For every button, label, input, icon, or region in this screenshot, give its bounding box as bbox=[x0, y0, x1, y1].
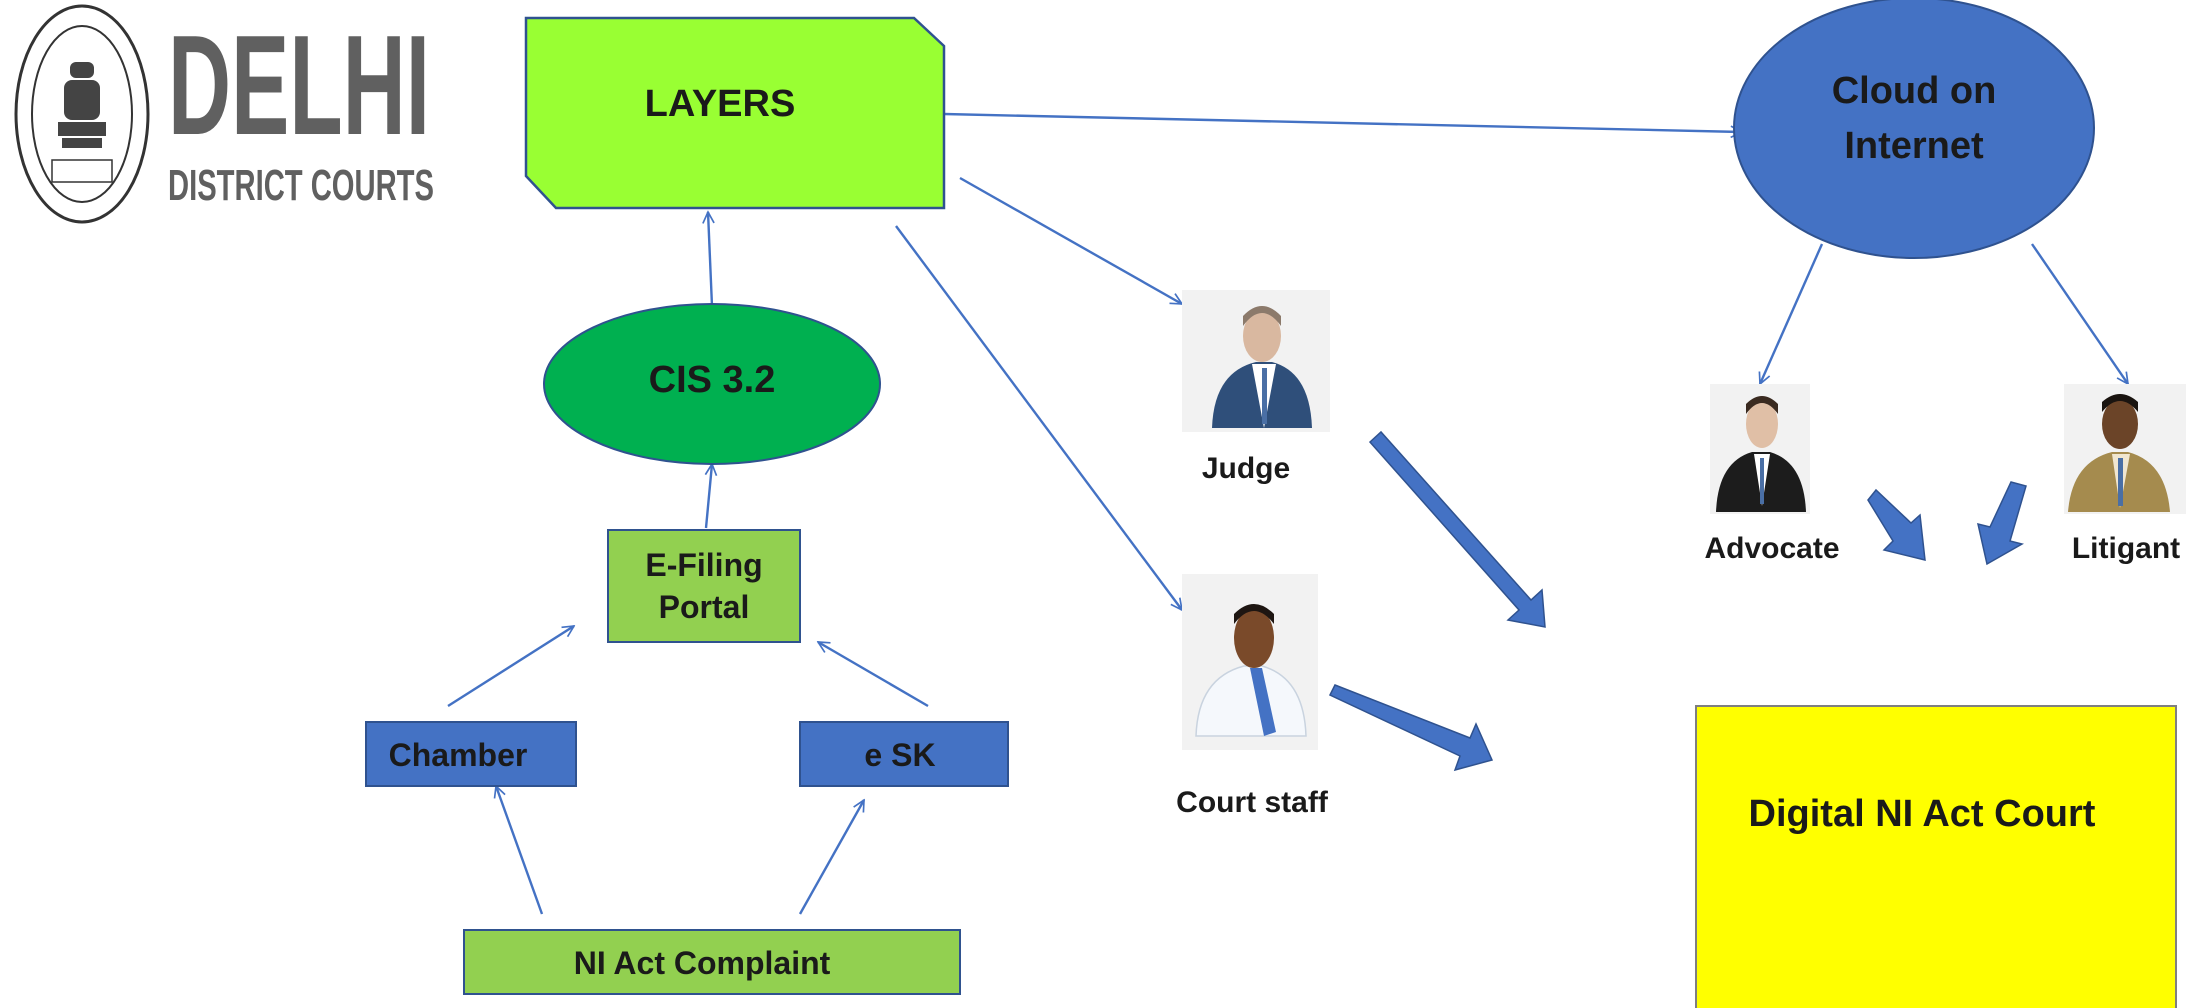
advocate-figure bbox=[1710, 384, 1810, 514]
cis-node: CIS 3.2 bbox=[543, 303, 881, 465]
block-arrow-litigant-court bbox=[1977, 481, 2027, 566]
judge-label: Judge bbox=[1202, 452, 1290, 485]
ni-complaint-label: NI Act Complaint bbox=[574, 945, 831, 981]
chamber-label: Chamber bbox=[389, 737, 528, 773]
litigant-label: Litigant bbox=[2072, 532, 2180, 565]
court-staff-label: Court staff bbox=[1176, 786, 1329, 819]
digital-court-label: Digital NI Act Court bbox=[1749, 793, 2096, 835]
block-arrow-advocate-court bbox=[1867, 488, 1926, 561]
connectors bbox=[447, 112, 2128, 915]
connector-chamber-efiling bbox=[447, 624, 574, 708]
logo-subtitle: DISTRICT COURTS bbox=[168, 161, 434, 210]
efiling-label-line2: Portal bbox=[659, 589, 750, 625]
connector-complaint-esk bbox=[798, 800, 866, 915]
connector-cis-layers bbox=[708, 212, 712, 307]
litigant-avatar-icon bbox=[2068, 394, 2170, 512]
layers-node: LAYERS bbox=[524, 16, 946, 210]
connector-esk-efiling bbox=[818, 640, 929, 708]
advocate-avatar-icon bbox=[1716, 396, 1806, 512]
judge-avatar-icon bbox=[1212, 306, 1312, 428]
court-staff-avatar-icon bbox=[1195, 604, 1307, 737]
digital-court-node: Digital NI Act Court bbox=[1695, 705, 2177, 1008]
cloud-node: Cloud on Internet bbox=[1733, 0, 2095, 259]
court-staff-figure bbox=[1182, 574, 1318, 750]
ni-complaint-node: NI Act Complaint bbox=[463, 929, 961, 995]
connector-layers-cloud bbox=[943, 112, 1742, 132]
connector-cloud-advocate bbox=[1760, 243, 1824, 384]
advocate-label: Advocate bbox=[1704, 532, 1839, 565]
connector-complaint-chamber bbox=[496, 786, 544, 915]
logo-title: DELHI bbox=[168, 6, 430, 165]
cloud-label-line2: Internet bbox=[1844, 125, 1984, 167]
esk-node: e SK bbox=[799, 721, 1009, 787]
efiling-label-line1: E-Filing bbox=[645, 547, 762, 583]
efiling-node: E-Filing Portal bbox=[607, 529, 801, 643]
chamber-node: Chamber bbox=[365, 721, 577, 787]
connector-layers-staff bbox=[895, 225, 1182, 610]
block-arrow-staff-court bbox=[1328, 684, 1494, 772]
connector-layers-judge bbox=[959, 176, 1182, 306]
connector-cloud-litigant bbox=[2031, 243, 2128, 384]
connector-efiling-cis bbox=[706, 464, 712, 529]
litigant-figure bbox=[2064, 384, 2186, 514]
court-seal-logo bbox=[14, 4, 150, 224]
block-arrow-judge-court bbox=[1368, 430, 1546, 628]
cis-label: CIS 3.2 bbox=[649, 359, 776, 401]
emblem-icon bbox=[58, 62, 106, 148]
layers-label: LAYERS bbox=[645, 83, 796, 125]
cloud-label-line1: Cloud on bbox=[1832, 70, 1997, 112]
esk-label: e SK bbox=[864, 737, 935, 773]
judge-figure bbox=[1182, 290, 1330, 432]
block-arrows bbox=[1328, 430, 2027, 772]
